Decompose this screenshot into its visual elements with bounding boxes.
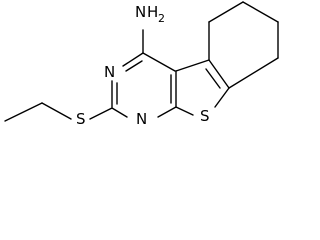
thiophene-sulfur-label: S: [200, 107, 210, 125]
bond-c4-c4a: [142, 52, 176, 72]
amine-nitrogen-label: N: [135, 3, 146, 21]
amine-hydrogen-count: 2: [158, 12, 165, 25]
amine-group-label: N H 2: [135, 3, 165, 25]
thioether-sulfur-label: S: [76, 110, 86, 128]
bond-c2-s: [89, 107, 113, 120]
bond-n3-c4-double: [125, 60, 143, 72]
bond-c4b-c8b-double: [205, 68, 221, 89]
bond-c4a-c4b: [175, 59, 210, 72]
bond-s-c8a: [175, 106, 194, 116]
structure-canvas: N H 2 N N S S: [4, 1, 279, 128]
bond-n1-c2: [111, 107, 128, 118]
ring-nitrogen-n1-label: N: [136, 110, 147, 128]
structure-diagram: N H 2 N N S S: [4, 1, 279, 128]
bond-c8b-s: [214, 87, 230, 108]
bond-c4b-c8b: [208, 59, 230, 89]
bond-c5-c6: [208, 1, 244, 23]
bond-c8-c8b: [228, 57, 279, 89]
bond-n3-c4: [122, 52, 144, 67]
amine-hydrogen-label: H: [147, 3, 158, 21]
bond-c8a-n1: [157, 106, 177, 118]
bond-ch2-ch3: [4, 102, 43, 122]
bond-c6-c7: [242, 1, 279, 23]
bond-s-ch2: [41, 102, 72, 120]
ring-nitrogen-n3-label: N: [104, 63, 115, 81]
